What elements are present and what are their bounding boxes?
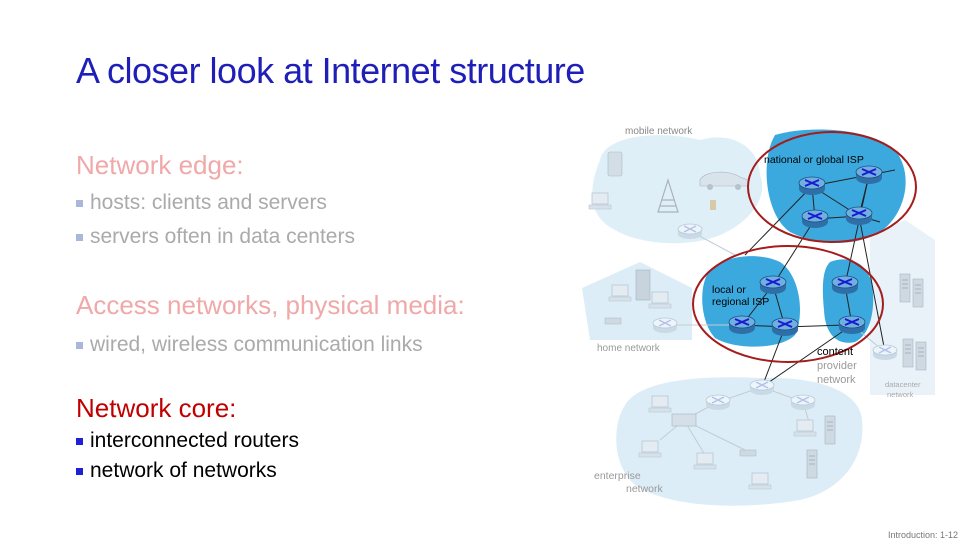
section-network-core: Network core: interconnected routers net… xyxy=(76,393,299,486)
network-diagram: mobile network national or global ISP lo… xyxy=(582,126,935,506)
bullet-item: wired, wireless communication links xyxy=(76,328,465,362)
bullet-item: servers often in data centers xyxy=(76,220,355,254)
label-content-line1: content xyxy=(817,346,853,358)
bullet-item: hosts: clients and servers xyxy=(76,186,355,220)
label-enterprise-line1: enterprise xyxy=(594,470,641,482)
local-isp-ring xyxy=(692,245,884,363)
network-core-heading: Network core: xyxy=(76,393,237,423)
enterprise-network-devices xyxy=(638,379,836,490)
bullet-square-icon xyxy=(76,199,83,207)
section-network-edge: Network edge: hosts: clients and servers… xyxy=(76,150,355,254)
label-datacenter-line2: network xyxy=(887,390,914,399)
mobile-network-cloud xyxy=(592,135,763,244)
label-local-isp-line2: regional ISP xyxy=(712,296,769,308)
global-isp-ring xyxy=(747,131,917,243)
bullet-square-icon xyxy=(76,437,83,445)
label-content-line2: provider xyxy=(817,360,857,372)
label-enterprise-line2: network xyxy=(626,483,664,495)
bullet-square-icon xyxy=(76,467,83,475)
bullet-square-icon xyxy=(76,341,83,349)
label-datacenter-line1: datacenter xyxy=(885,380,921,389)
access-networks-heading: Access networks, physical media: xyxy=(76,290,465,320)
network-edge-heading: Network edge: xyxy=(76,150,244,180)
access-networks-bullets: wired, wireless communication links xyxy=(76,328,465,362)
label-content-line3: network xyxy=(817,374,856,386)
mobile-network-devices xyxy=(588,151,749,240)
home-network-devices xyxy=(604,269,678,334)
network-edge-bullets: hosts: clients and servers servers often… xyxy=(76,186,355,254)
label-mobile-network: mobile network xyxy=(625,126,693,137)
label-home-network: home network xyxy=(597,343,661,354)
bullet-item: interconnected routers xyxy=(76,426,299,456)
global-isp-core xyxy=(766,129,906,243)
bullet-square-icon xyxy=(76,233,83,241)
network-core-bullets: interconnected routers network of networ… xyxy=(76,426,299,486)
label-global-isp: national or global ISP xyxy=(764,154,864,166)
section-access-networks: Access networks, physical media: wired, … xyxy=(76,290,465,362)
slide-footer: Introduction: 1-12 xyxy=(887,530,958,540)
label-local-isp-line1: local or xyxy=(712,284,746,296)
slide-title: A closer look at Internet structure xyxy=(76,50,585,91)
bullet-item: network of networks xyxy=(76,456,299,486)
